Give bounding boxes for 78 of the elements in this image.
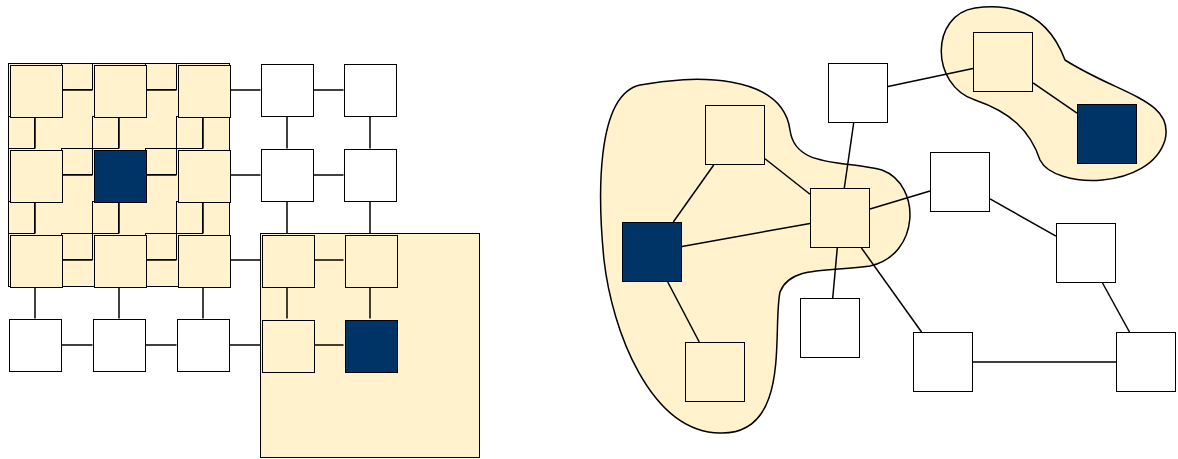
connector-line: [369, 200, 371, 235]
connector-line: [286, 115, 288, 150]
node-box: [9, 149, 63, 203]
connector-line: [667, 281, 700, 343]
connector-line: [843, 122, 855, 189]
node-box: [93, 149, 147, 203]
node-box: [705, 105, 765, 165]
connector-line: [989, 198, 1057, 237]
node-box: [913, 332, 973, 392]
connector-line: [672, 164, 715, 223]
connector-line: [34, 285, 36, 320]
node-box: [622, 222, 682, 282]
node-box: [343, 148, 397, 202]
connector-line: [681, 222, 811, 248]
connector-line: [34, 200, 36, 235]
node-box: [343, 63, 397, 117]
connector-line: [286, 200, 288, 235]
node-box: [930, 152, 990, 212]
connector-line: [144, 89, 178, 91]
connector-line: [118, 285, 120, 320]
connector-line: [60, 259, 94, 261]
connector-line: [144, 259, 178, 261]
node-box: [8, 318, 62, 372]
connector-line: [202, 285, 204, 320]
connector-line: [60, 89, 94, 91]
connector-line: [887, 67, 974, 88]
node-box: [973, 32, 1033, 92]
connector-line: [118, 115, 120, 150]
connector-line: [202, 115, 204, 150]
connector-line: [369, 115, 371, 150]
node-box: [344, 319, 398, 373]
region-box: [260, 233, 480, 458]
node-box: [176, 318, 230, 372]
connector-line: [34, 115, 36, 150]
connector-line: [60, 344, 94, 346]
connector-line: [312, 259, 345, 261]
node-box: [93, 234, 147, 288]
connector-line: [228, 344, 262, 346]
node-box: [810, 188, 870, 248]
connector-line: [764, 157, 811, 196]
connector-line: [144, 174, 178, 176]
connector-line: [369, 285, 371, 320]
connector-line: [832, 247, 838, 299]
connector-line: [312, 89, 345, 91]
connector-line: [118, 200, 120, 235]
node-box: [93, 64, 147, 118]
node-box: [9, 64, 63, 118]
connector-line: [202, 200, 204, 235]
connector-line: [1101, 282, 1131, 333]
connector-line: [144, 344, 178, 346]
node-box: [685, 342, 745, 402]
connector-line: [228, 174, 262, 176]
node-box: [92, 318, 146, 372]
connector-line: [60, 174, 94, 176]
connector-line: [860, 247, 923, 333]
node-box: [344, 234, 398, 288]
node-box: [800, 298, 860, 358]
node-box: [828, 63, 888, 123]
node-box: [260, 63, 314, 117]
node-box: [177, 64, 231, 118]
connector-line: [312, 344, 345, 346]
node-box: [1077, 104, 1137, 164]
connector-line: [228, 89, 262, 91]
connector-line: [1032, 82, 1078, 114]
connector-line: [972, 361, 1117, 363]
connector-line: [228, 259, 262, 261]
connector-line: [286, 285, 288, 320]
node-box: [261, 234, 315, 288]
connector-line: [312, 174, 345, 176]
connector-line: [869, 190, 931, 210]
node-box: [1116, 332, 1176, 392]
region-box: [8, 63, 230, 287]
node-box: [177, 149, 231, 203]
node-box: [260, 148, 314, 202]
node-box: [177, 234, 231, 288]
node-box: [9, 234, 63, 288]
node-box: [1056, 223, 1116, 283]
node-box: [261, 319, 315, 373]
